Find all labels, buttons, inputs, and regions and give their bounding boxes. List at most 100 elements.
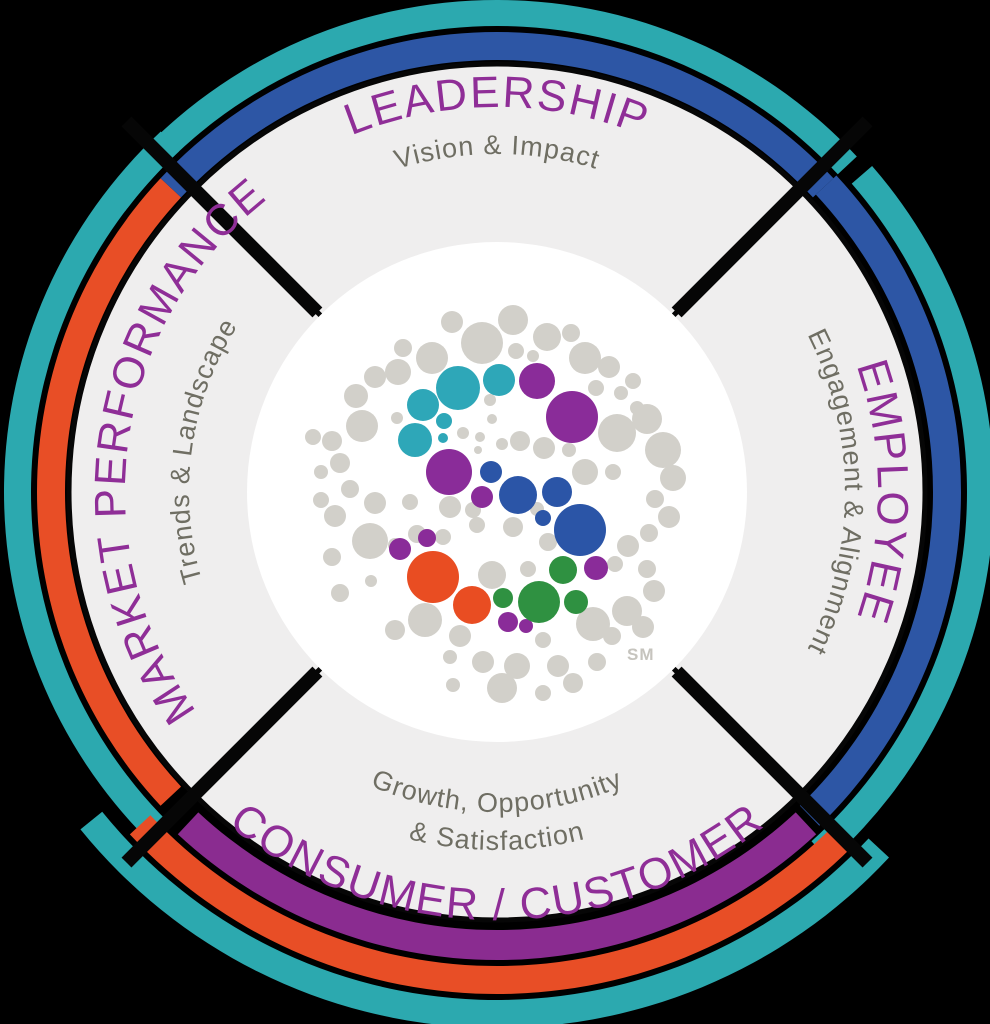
- logo-dot-colored: [480, 461, 502, 483]
- logo-dot-gray: [588, 653, 606, 671]
- logo-dot-gray: [475, 432, 485, 442]
- logo-dot-colored: [518, 581, 560, 623]
- logo-dot-gray: [588, 380, 604, 396]
- logo-dot-gray: [533, 323, 561, 351]
- logo-dot-colored: [519, 619, 533, 633]
- logo-dot-colored: [436, 413, 452, 429]
- logo-dot-gray: [508, 343, 524, 359]
- logo-dot-gray: [408, 603, 442, 637]
- logo-dot-gray: [457, 427, 469, 439]
- logo-dot-colored: [542, 477, 572, 507]
- logo-dot-gray: [504, 653, 530, 679]
- logo-dot-gray: [474, 446, 482, 454]
- logo-dot-gray: [638, 560, 656, 578]
- logo-dot-gray: [416, 342, 448, 374]
- logo-dot-gray: [630, 401, 644, 415]
- logo-dot-gray: [562, 443, 576, 457]
- logo-dot-gray: [330, 453, 350, 473]
- logo-dot-gray: [503, 517, 523, 537]
- logo-dot-gray: [569, 342, 601, 374]
- logo-dot-colored: [535, 510, 551, 526]
- logo-dot-gray: [323, 548, 341, 566]
- logo-dot-gray: [435, 529, 451, 545]
- band-consumer-teal: [80, 811, 890, 1024]
- logo-dot-gray: [484, 394, 496, 406]
- logo-dot-gray: [614, 386, 628, 400]
- logo-dot-gray: [562, 324, 580, 342]
- logo-dot-gray: [394, 339, 412, 357]
- logo-dot-gray: [510, 431, 530, 451]
- logo-dot-gray: [643, 580, 665, 602]
- logo-dot-colored: [549, 556, 577, 584]
- logo-dot-gray: [352, 523, 388, 559]
- logo-dot-colored: [436, 366, 480, 410]
- logo-dot-gray: [322, 431, 342, 451]
- logo-dot-gray: [498, 305, 528, 335]
- logo-dot-gray: [563, 673, 583, 693]
- band-leadership-teal: [104, 0, 857, 212]
- quadrant-divider-line: [671, 666, 873, 868]
- logo-dot-gray: [324, 505, 346, 527]
- logo-dot-colored: [438, 433, 448, 443]
- logo-dot-gray: [443, 650, 457, 664]
- logo-dot-gray: [547, 655, 569, 677]
- logo-dot-colored: [546, 391, 598, 443]
- logo-dot-colored: [483, 364, 515, 396]
- logo-dot-gray: [535, 685, 551, 701]
- logo-dot-gray: [364, 366, 386, 388]
- logo-dot-gray: [331, 584, 349, 602]
- logo-dot-gray: [441, 311, 463, 333]
- band-consumer-purple: [177, 812, 817, 961]
- logo-dot-gray: [364, 492, 386, 514]
- logo-dot-gray: [539, 533, 557, 551]
- logo-dot-gray: [385, 620, 405, 640]
- service-mark-label: SM: [627, 645, 655, 664]
- logo-dot-colored: [584, 556, 608, 580]
- logo-dot-gray: [313, 492, 329, 508]
- logo-dot-gray: [598, 356, 620, 378]
- logo-dot-colored: [389, 538, 411, 560]
- logo-dot-colored: [493, 588, 513, 608]
- logo-dot-gray: [640, 524, 658, 542]
- band-employee-teal: [811, 165, 990, 862]
- logo-dot-gray: [496, 438, 508, 450]
- logo-dot-gray: [341, 480, 359, 498]
- logo-dot-gray: [487, 673, 517, 703]
- logo-dot-gray: [449, 625, 471, 647]
- logo-dot-colored: [426, 449, 472, 495]
- logo-dot-colored: [453, 586, 491, 624]
- logo-dot-gray: [603, 627, 621, 645]
- logo-dot-gray: [446, 678, 460, 692]
- logo-dot-colored: [554, 504, 606, 556]
- quadrant-divider-line: [121, 116, 323, 318]
- band-leadership-blue: [160, 31, 834, 198]
- logo-dot-gray: [385, 359, 411, 385]
- logo-dot-gray: [598, 414, 636, 452]
- logo-dot-colored: [498, 612, 518, 632]
- logo-dot-gray: [314, 465, 328, 479]
- logo-dot-gray: [632, 616, 654, 638]
- logo-dot-gray: [535, 632, 551, 648]
- quadrant-divider-line: [671, 116, 873, 318]
- logo-dot-gray: [487, 414, 497, 424]
- logo-dot-colored: [407, 389, 439, 421]
- logo-dot-colored: [398, 423, 432, 457]
- band-employee-blue: [799, 175, 962, 826]
- logo-dot-gray: [658, 506, 680, 528]
- logo-dot-colored: [407, 551, 459, 603]
- logo-dot-colored: [471, 486, 493, 508]
- logo-dot-gray: [469, 517, 485, 533]
- logo-dot-gray: [572, 459, 598, 485]
- logo-dot-gray: [576, 607, 610, 641]
- logo-dot-colored: [418, 529, 436, 547]
- logo-dot-colored: [499, 476, 537, 514]
- logo-dot-gray: [461, 322, 503, 364]
- logo-dot-gray: [402, 494, 418, 510]
- logo-dot-gray: [660, 465, 686, 491]
- logo-dot-gray: [365, 575, 377, 587]
- logo-dot-gray: [439, 496, 461, 518]
- logo-dot-colored: [564, 590, 588, 614]
- logo-dot-gray: [607, 556, 623, 572]
- logo-dot-gray: [645, 432, 681, 468]
